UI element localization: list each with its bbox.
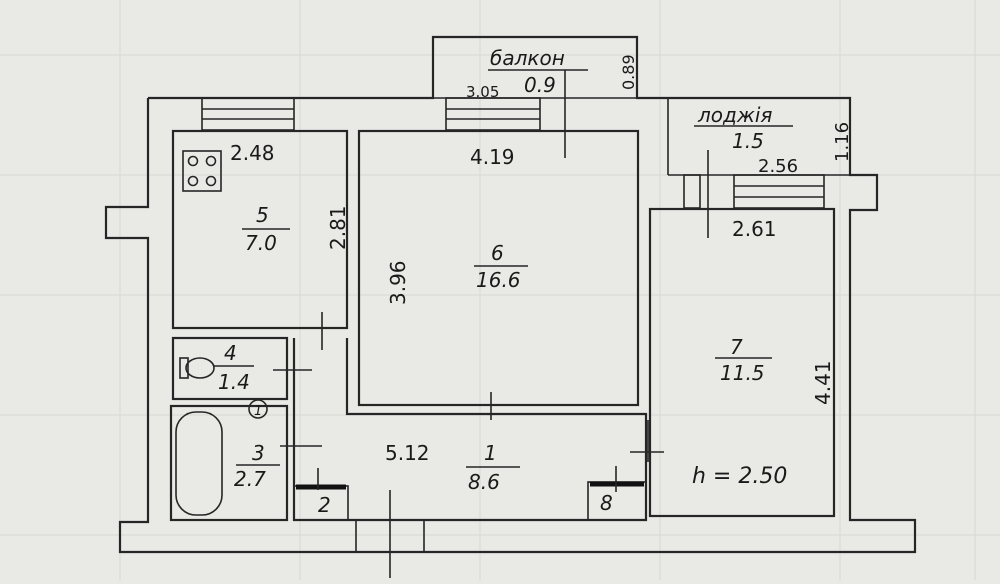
closet-8-label: 8 (600, 491, 613, 515)
room-toilet: 4 1.4 (171, 336, 312, 401)
kitchen-width: 2.48 (230, 141, 275, 165)
room-living: 4.19 3.96 6 16.6 (357, 129, 640, 420)
stove-icon (182, 150, 222, 192)
bathroom-area: 2.7 (234, 467, 266, 491)
loggia-label: лоджія (697, 103, 772, 127)
bath-marker (248, 399, 268, 419)
living-area: 16.6 (476, 268, 521, 292)
bedroom-number: 7 (730, 335, 743, 359)
kitchen-area: 7.0 (245, 231, 277, 255)
room-kitchen: 2.48 2.81 5 7.0 (171, 129, 350, 350)
living-width: 4.19 (470, 145, 515, 169)
balcony: балкон 0.9 3.05 0.89 (433, 46, 638, 158)
bedroom-width: 2.61 (732, 217, 777, 241)
balcony-width: 3.05 (466, 83, 499, 101)
room-bathroom: 1 3 2.7 (169, 399, 322, 522)
ceiling-height: h = 2.50 (692, 464, 787, 489)
balcony-label: балкон (490, 46, 565, 70)
hall-length: 5.12 (385, 441, 430, 465)
room-hallway: 5.12 1 8.6 2 8 (292, 338, 648, 578)
bathroom-number: 3 (252, 441, 265, 465)
bedroom-depth: 4.41 (811, 360, 835, 405)
loggia-depth: 1.16 (832, 122, 853, 162)
balcony-depth: 0.89 (619, 54, 638, 90)
toilet-area: 1.4 (218, 370, 250, 394)
bedroom-area: 11.5 (720, 361, 765, 385)
living-depth: 3.96 (386, 260, 410, 305)
toilet-number: 4 (224, 341, 237, 365)
loggia: лоджія 1.5 2.56 1.16 (667, 98, 853, 238)
kitchen-depth: 2.81 (326, 205, 350, 250)
exterior-walls (104, 35, 917, 554)
living-number: 6 (491, 241, 504, 265)
hallway-area: 8.6 (468, 470, 500, 494)
loggia-width: 2.56 (758, 156, 798, 177)
closet-2-label: 2 (318, 493, 331, 517)
bath-marker-text: 1 (254, 404, 262, 419)
closet-8 (587, 481, 647, 521)
toilet-icon (185, 357, 215, 379)
room-bedroom: 2.61 4.41 7 11.5 h = 2.50 (630, 207, 836, 518)
hallway-number: 1 (484, 441, 497, 465)
kitchen-number: 5 (256, 203, 269, 227)
loggia-area: 1.5 (732, 129, 764, 153)
bathtub-icon (175, 411, 223, 516)
balcony-area: 0.9 (524, 73, 556, 97)
